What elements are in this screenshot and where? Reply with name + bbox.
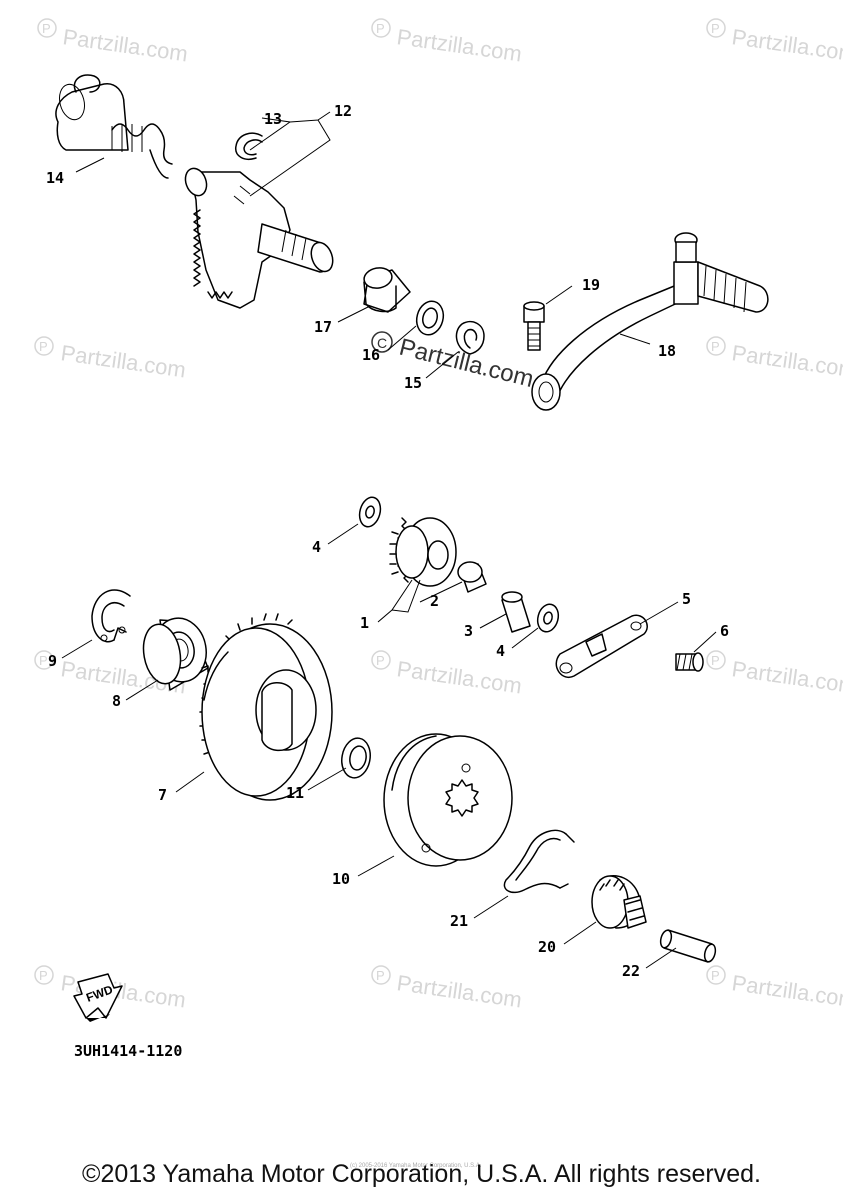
svg-text:P: P (711, 968, 720, 983)
part-17-collar[interactable] (362, 266, 411, 313)
copyright-footer: ©2013 Yamaha Motor Corporation, U.S.A. A… (82, 1160, 761, 1188)
part-14-kick-spring[interactable] (55, 74, 173, 179)
callout-7: 7 (158, 786, 167, 804)
svg-text:P: P (711, 339, 720, 354)
svg-text:Partzilla.com: Partzilla.com (59, 340, 187, 382)
watermark-mr: P Partzilla.com (706, 336, 843, 382)
callout-3: 3 (464, 622, 473, 640)
callout-16: 16 (362, 346, 380, 364)
part-8-bearing[interactable] (139, 614, 211, 691)
watermark-tl: P Partzilla.com (37, 18, 189, 66)
callout-11: 11 (286, 784, 304, 802)
callout-10: 10 (332, 870, 350, 888)
callout-18: 18 (658, 342, 676, 360)
part-13-circlip[interactable] (235, 132, 263, 160)
callout-13: 13 (264, 110, 282, 128)
svg-text:Partzilla.com: Partzilla.com (730, 656, 843, 698)
svg-text:P: P (39, 968, 48, 983)
callout-12: 12 (334, 102, 352, 120)
callout-20: 20 (538, 938, 556, 956)
part-10-starter-clutch[interactable] (383, 733, 513, 867)
svg-text:C: C (377, 335, 387, 351)
part-7-primary-gear[interactable] (199, 613, 333, 801)
svg-text:Partzilla.com: Partzilla.com (395, 24, 523, 66)
callout-8: 8 (112, 692, 121, 710)
part-15-circlip[interactable] (455, 320, 485, 355)
part-22-pin[interactable] (659, 929, 717, 963)
svg-text:Partzilla.com: Partzilla.com (395, 970, 523, 1012)
svg-text:Partzilla.com: Partzilla.com (59, 970, 187, 1012)
callout-22: 22 (622, 962, 640, 980)
part-20-pinion-gear[interactable] (591, 875, 647, 929)
part-1-idler-gear[interactable] (389, 517, 457, 587)
part-9-circlip[interactable] (91, 589, 131, 643)
fwd-arrow-icon: FWD (73, 973, 123, 1022)
svg-text:Partzilla.com: Partzilla.com (730, 340, 843, 382)
svg-text:Partzilla.com: Partzilla.com (730, 970, 843, 1012)
svg-text:P: P (39, 653, 48, 668)
callout-2: 2 (430, 592, 439, 610)
svg-text:P: P (711, 21, 720, 36)
part-4-washer-lower[interactable] (535, 602, 562, 634)
callout-9: 9 (48, 652, 57, 670)
svg-text:P: P (376, 653, 385, 668)
svg-text:P: P (42, 21, 51, 36)
callout-1: 1 (360, 614, 369, 632)
svg-text:P: P (376, 968, 385, 983)
svg-text:Partzilla.com: Partzilla.com (61, 24, 189, 66)
callout-labels: 14 13 12 17 16 15 19 18 4 1 2 3 4 5 6 9 … (46, 102, 729, 980)
svg-text:P: P (711, 653, 720, 668)
part-19-bolt[interactable] (523, 301, 545, 351)
callout-17: 17 (314, 318, 332, 336)
part-12-kick-axle[interactable] (182, 165, 337, 309)
svg-text:Partzilla.com: Partzilla.com (730, 24, 843, 66)
callout-21: 21 (450, 912, 468, 930)
watermark-tc: P Partzilla.com (371, 18, 523, 66)
part-5-plate[interactable] (555, 614, 648, 679)
fineprint: (c) 2005-2016 Yamaha Motor Corporation, … (350, 1163, 482, 1169)
callout-4-lower: 4 (496, 642, 505, 660)
callout-6: 6 (720, 622, 729, 640)
part-16-washer[interactable] (413, 298, 447, 338)
diagram-code: 3UH1414-1120 (74, 1042, 182, 1060)
svg-text:P: P (376, 21, 385, 36)
part-21-clip[interactable] (503, 829, 575, 894)
svg-text:P: P (39, 339, 48, 354)
watermark-br: P Partzilla.com (706, 965, 843, 1012)
part-18-kick-crank[interactable] (531, 232, 769, 411)
callout-5: 5 (682, 590, 691, 608)
part-11-washer[interactable] (339, 736, 374, 780)
callout-19: 19 (582, 276, 600, 294)
main-watermark: C Partzilla.com (371, 331, 536, 393)
leader-lines (61, 111, 717, 969)
callout-4-upper: 4 (312, 538, 321, 556)
part-4-washer-upper[interactable] (356, 495, 383, 529)
callout-15: 15 (404, 374, 422, 392)
svg-text:Partzilla.com: Partzilla.com (395, 656, 523, 698)
part-2-bushing[interactable] (457, 561, 487, 593)
watermark-tr: P Partzilla.com (706, 18, 843, 66)
watermark-ml: P Partzilla.com (34, 336, 187, 382)
callout-14: 14 (46, 169, 64, 187)
part-6-screw[interactable] (675, 652, 704, 672)
part-3-shaft[interactable] (501, 591, 531, 633)
watermark-cr: P Partzilla.com (706, 650, 843, 698)
watermark-bc: P Partzilla.com (371, 965, 523, 1012)
